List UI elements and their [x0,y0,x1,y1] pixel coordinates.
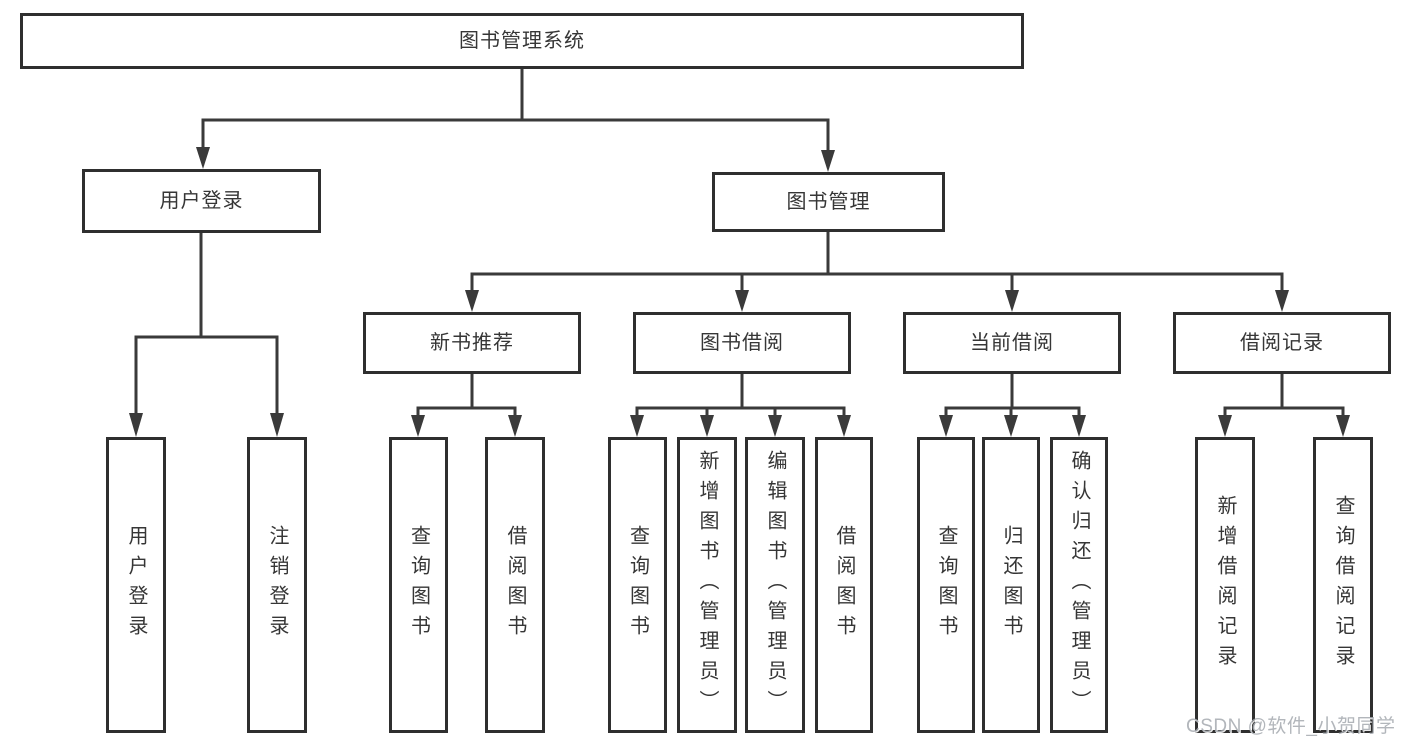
node-current-borrowing: 当前借阅 [903,312,1121,374]
node-bb-add-books-admin: 新增图书（管理员） [677,437,737,733]
node-br-add-record: 新增借阅记录 [1195,437,1255,733]
node-nb-borrow-books: 借阅图书 [485,437,545,733]
connector-book-management-to-level3 [465,230,1289,312]
connector-book-borrowing-to-children [630,372,851,437]
node-br-query-record: 查询借阅记录 [1313,437,1373,733]
node-new-book-recommend: 新书推荐 [363,312,581,374]
node-cb-query-books: 查询图书 [917,437,975,733]
csdn-watermark: CSDN @软件_小贺同学 [1186,716,1396,737]
node-nb-query-books: 查询图书 [389,437,448,733]
node-book-borrowing: 图书借阅 [633,312,851,374]
connector-borrow-records-to-children [1218,372,1350,437]
node-cb-return-books: 归还图书 [982,437,1040,733]
connector-user-login-to-children [129,231,284,437]
node-user-login-module: 用户登录 [82,169,321,233]
connector-current-borrowing-to-children [939,372,1086,437]
connector-root-to-level2 [196,67,835,172]
node-library-system: 图书管理系统 [20,13,1024,69]
node-borrow-records: 借阅记录 [1173,312,1391,374]
node-bb-borrow-books: 借阅图书 [815,437,873,733]
node-bb-query-books: 查询图书 [608,437,667,733]
node-logout: 注销登录 [247,437,307,733]
node-cb-confirm-return-admin: 确认归还（管理员） [1050,437,1108,733]
node-bb-edit-books-admin: 编辑图书（管理员） [745,437,805,733]
node-book-management: 图书管理 [712,172,945,232]
connector-new-book-to-children [411,372,522,437]
node-user-login: 用户登录 [106,437,166,733]
